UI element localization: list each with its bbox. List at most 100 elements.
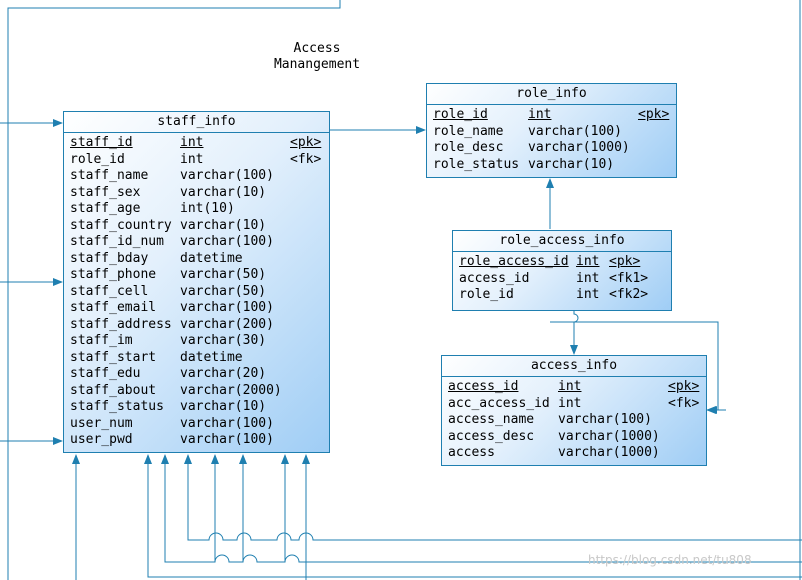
column-type: varchar(1000) [558,428,660,444]
column-type: varchar(1000) [558,445,660,460]
column-name: role_name [433,123,504,139]
column-type: varchar(30) [180,333,267,348]
column-name: access_id [448,379,519,394]
column-type: varchar(100) [180,300,274,315]
column-name: role_access_id [459,254,569,269]
column-name: staff_bday [70,250,149,266]
column-row: role_id int <fk> [70,152,323,169]
column-type: int [180,151,204,167]
column-type: varchar(100) [528,123,622,139]
column-row: staff_im varchar(30) [70,333,323,350]
column-name: role_id [70,151,125,167]
column-name: user_pwd [70,432,133,447]
column-key: <fk2> [609,287,649,302]
column-type: int [576,287,600,302]
column-name: staff_start [70,349,157,365]
column-name: user_num [70,415,133,431]
column-type: varchar(50) [180,267,267,282]
column-name: staff_status [70,399,164,414]
column-key: <fk> [290,151,322,167]
link-bottom-4 [184,454,802,541]
column-key: <pk> [638,107,670,122]
entity-name: role_info [427,84,676,105]
column-row: role_id int <fk2> [459,287,665,304]
column-row: access varchar(1000) [448,445,700,462]
entity-name: staff_info [64,112,329,133]
column-name: staff_im [70,333,133,348]
column-type: varchar(100) [180,234,274,249]
column-name: staff_id [70,135,133,150]
column-name: staff_email [70,300,157,315]
column-name: staff_id_num [70,234,164,249]
column-row: role_name varchar(100) [433,124,670,141]
column-row: staff_email varchar(100) [70,300,323,317]
column-type: varchar(10) [528,156,615,172]
column-type: varchar(100) [180,415,274,431]
column-key: <fk1> [609,270,649,286]
column-type: int [558,395,582,411]
column-type: varchar(2000) [180,382,282,398]
column-key: <pk> [609,254,641,269]
column-row: staff_cell varchar(50) [70,284,323,301]
entity-name: role_access_info [453,231,671,252]
column-type: varchar(200) [180,316,274,332]
column-name: acc_access_id [448,395,550,411]
column-name: role_id [433,107,488,122]
column-name: staff_sex [70,184,141,200]
link-roleaccess-access [570,311,579,355]
column-type: int(10) [180,201,235,216]
link-bottom-3 [161,454,802,563]
column-name: access [448,445,495,460]
column-type: varchar(20) [180,366,267,381]
package-title: Access Manangement [273,41,361,72]
column-name: role_id [459,287,514,302]
column-type: varchar(50) [180,283,267,299]
column-row: user_pwd varchar(100) [70,432,323,449]
column-type: varchar(10) [180,217,267,233]
column-row: acc_access_id int <fk> [448,396,700,413]
column-type: int [528,107,552,122]
column-type: varchar(100) [180,432,274,447]
column-row: role_id int <pk> [433,107,670,124]
column-name: staff_cell [70,283,149,299]
column-row: staff_phone varchar(50) [70,267,323,284]
column-row: user_num varchar(100) [70,416,323,433]
column-row: role_desc varchar(1000) [433,140,670,157]
column-type: int [180,135,204,150]
column-key: <fk> [668,395,700,411]
watermark: https://blog.csdn.net/tu808 [588,553,752,567]
column-name: staff_phone [70,267,157,282]
column-name: access_name [448,412,535,427]
column-type: varchar(1000) [528,140,630,155]
column-name: access_id [459,270,530,286]
column-name: role_desc [433,140,504,155]
column-row: staff_id_num varchar(100) [70,234,323,251]
column-type: int [558,379,582,394]
column-row: staff_bday datetime [70,251,323,268]
column-name: role_status [433,156,520,172]
link-bottom-2 [144,454,802,578]
column-type: datetime [180,250,243,266]
column-row: role_status varchar(10) [433,157,670,174]
